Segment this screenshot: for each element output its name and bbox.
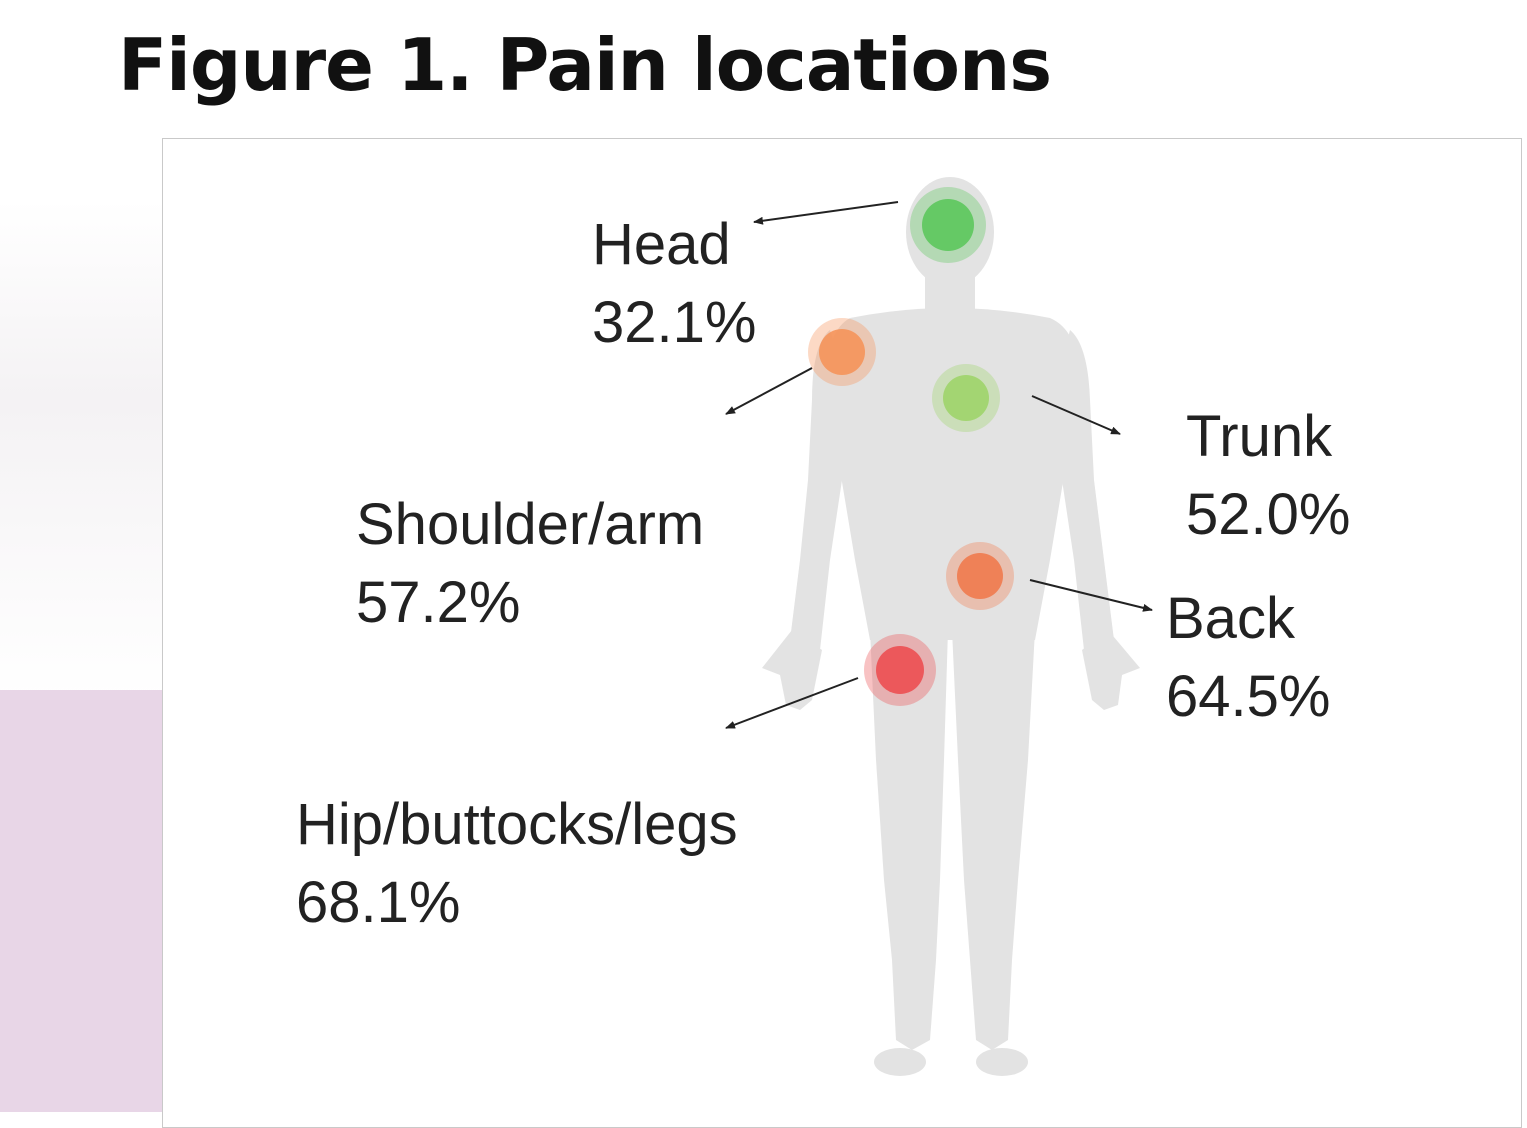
head-label-name: Head (592, 206, 756, 284)
hip-label: Hip/buttocks/legs 68.1% (296, 786, 738, 942)
trunk-pain-spot (932, 364, 1000, 432)
back-label-percent: 64.5% (1166, 658, 1330, 736)
shoulder-label-percent: 57.2% (356, 564, 704, 642)
head-pain-spot (910, 187, 986, 263)
back-label: Back 64.5% (1166, 580, 1330, 736)
shoulder-label-name: Shoulder/arm (356, 486, 704, 564)
trunk-label-percent: 52.0% (1186, 476, 1350, 554)
human-silhouette (762, 177, 1140, 1076)
back-pain-spot (946, 542, 1014, 610)
hip-label-percent: 68.1% (296, 864, 738, 942)
head-arrow (754, 202, 898, 222)
shoulder-arrow (726, 368, 812, 414)
head-label-percent: 32.1% (592, 284, 756, 362)
trunk-label-name: Trunk (1186, 398, 1350, 476)
head-label: Head 32.1% (592, 206, 756, 362)
hip-pain-spot (864, 634, 936, 706)
shoulder-label: Shoulder/arm 57.2% (356, 486, 704, 642)
hip-label-name: Hip/buttocks/legs (296, 786, 738, 864)
trunk-label: Trunk 52.0% (1186, 398, 1350, 554)
back-label-name: Back (1166, 580, 1330, 658)
shoulder-pain-spot (808, 318, 876, 386)
